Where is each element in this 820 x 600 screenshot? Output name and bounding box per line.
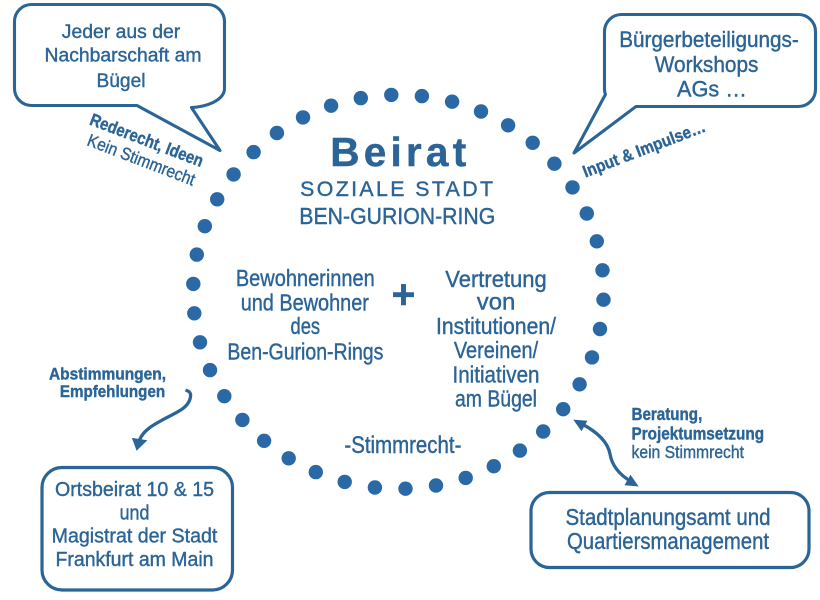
svg-text:Initiativen: Initiativen (453, 361, 540, 387)
svg-text:Bewohnerinnen: Bewohnerinnen (236, 265, 375, 291)
svg-text:Workshops: Workshops (655, 52, 759, 77)
svg-text:Abstimmungen,: Abstimmungen, (49, 365, 166, 383)
svg-text:Projektumsetzung: Projektumsetzung (632, 424, 765, 444)
svg-text:AGs …: AGs … (677, 77, 747, 102)
svg-text:und Bewohner: und Bewohner (241, 289, 369, 315)
svg-text:+: + (392, 271, 416, 317)
svg-text:Nachbarschaft am: Nachbarschaft am (45, 45, 202, 67)
svg-text:Magistrat der Stadt: Magistrat der Stadt (52, 526, 218, 548)
svg-text:Bürgerbeteiligungs-: Bürgerbeteiligungs- (619, 27, 799, 52)
svg-text:BEN-GURION-RING: BEN-GURION-RING (299, 203, 495, 229)
svg-text:Beratung,: Beratung, (632, 404, 703, 424)
svg-text:und: und (120, 502, 150, 524)
svg-text:Vertretung: Vertretung (445, 266, 547, 292)
svg-text:Jeder aus der: Jeder aus der (62, 21, 181, 43)
svg-text:Frankfurt am Main: Frankfurt am Main (56, 549, 214, 571)
svg-text:des: des (291, 313, 321, 339)
svg-text:am Bügel: am Bügel (455, 386, 537, 412)
svg-text:Beirat: Beirat (330, 129, 470, 175)
svg-text:von: von (477, 289, 516, 315)
svg-text:Ben-Gurion-Rings: Ben-Gurion-Rings (227, 339, 383, 365)
svg-text:Empfehlungen: Empfehlungen (60, 383, 165, 401)
svg-text:Ortsbeirat 10 & 15: Ortsbeirat 10 & 15 (55, 479, 214, 501)
svg-text:Institutionen/: Institutionen/ (436, 313, 557, 339)
svg-text:Stadtplanungsamt und: Stadtplanungsamt und (566, 504, 771, 530)
svg-text:Quartiersmanagement: Quartiersmanagement (567, 528, 770, 554)
svg-text:SOZIALE STADT: SOZIALE STADT (300, 177, 495, 201)
svg-text:-Stimmrecht-: -Stimmrecht- (344, 432, 461, 459)
svg-text:Vereinen/: Vereinen/ (454, 337, 539, 363)
svg-text:Bügel: Bügel (97, 70, 146, 92)
svg-text:kein Stimmrecht: kein Stimmrecht (632, 442, 745, 462)
